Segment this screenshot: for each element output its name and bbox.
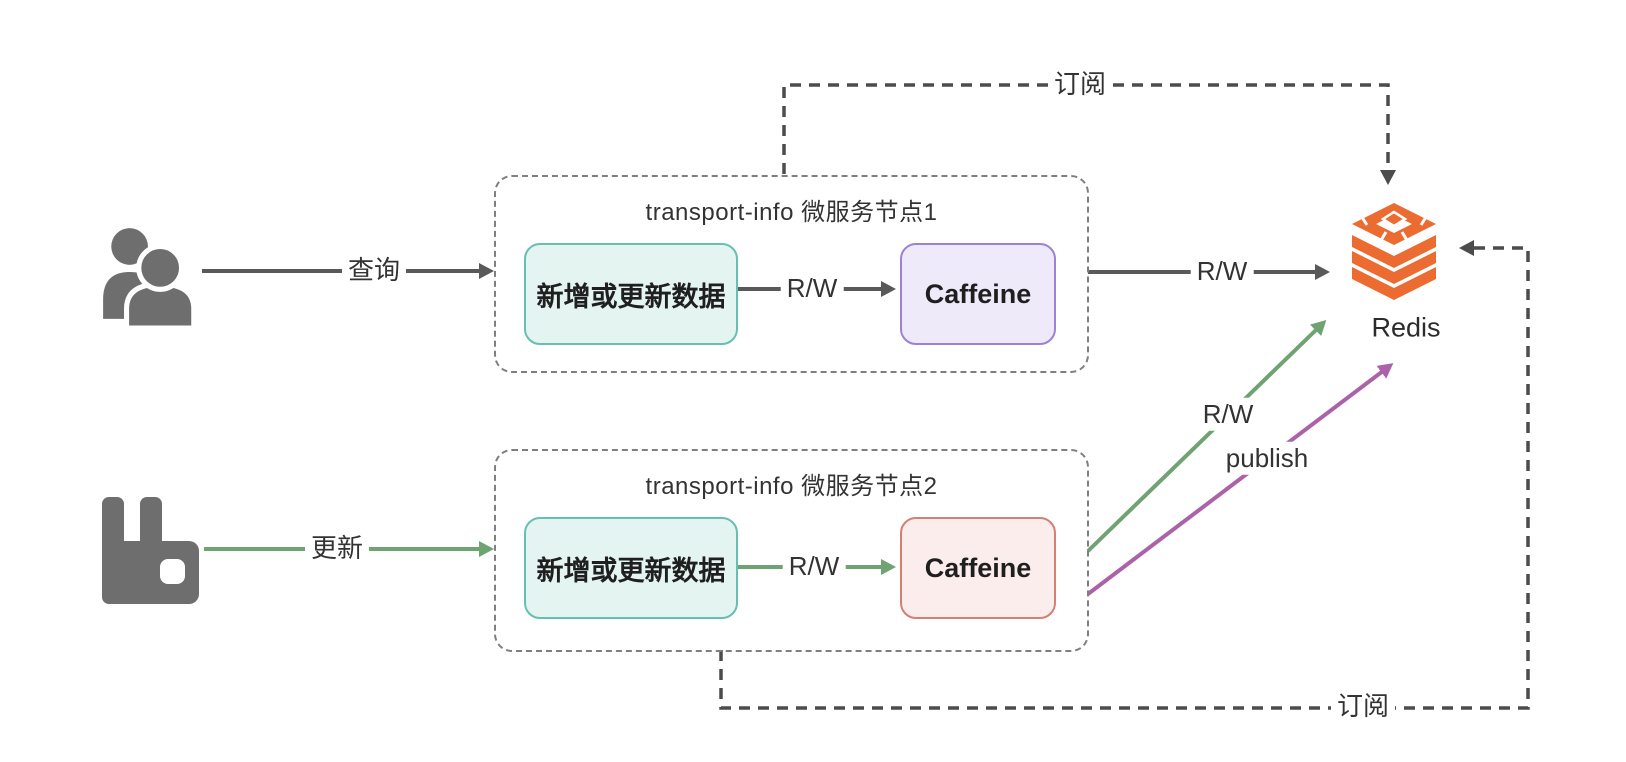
service-node-1: transport-info 微服务节点1 新增或更新数据 Caffeine bbox=[494, 175, 1089, 373]
subscribe-bottom-label: 订阅 bbox=[1330, 689, 1396, 723]
node1-redis-rw-label: R/W bbox=[1190, 254, 1254, 288]
node2-rw-label: R/W bbox=[782, 549, 846, 583]
publish-arrow bbox=[1086, 363, 1394, 596]
query-edge-label: 查询 bbox=[341, 253, 407, 287]
node2-redis-rw-arrow bbox=[1086, 319, 1327, 553]
node1-caffeine-box: Caffeine bbox=[900, 243, 1056, 345]
node2-caffeine-box: Caffeine bbox=[900, 517, 1056, 619]
node1-title: transport-info 微服务节点1 bbox=[645, 199, 938, 226]
users-icon bbox=[103, 228, 197, 328]
node1-data-box: 新增或更新数据 bbox=[524, 243, 738, 345]
node2-redis-rw-label: R/W bbox=[1196, 397, 1260, 431]
service-node-2: transport-info 微服务节点2 新增或更新数据 Caffeine bbox=[494, 449, 1089, 652]
node2-data-box: 新增或更新数据 bbox=[524, 517, 738, 619]
rabbitmq-icon bbox=[102, 497, 199, 604]
subscribe-bottom-dashed-arrow bbox=[719, 240, 1530, 710]
node2-title: transport-info 微服务节点2 bbox=[645, 473, 938, 500]
update-edge-label: 更新 bbox=[304, 531, 370, 565]
redis-database-icon bbox=[1352, 203, 1436, 300]
redis-label: Redis bbox=[1371, 312, 1441, 343]
subscribe-top-label: 订阅 bbox=[1047, 67, 1113, 101]
node1-rw-label: R/W bbox=[780, 271, 844, 305]
publish-label: publish bbox=[1219, 441, 1315, 475]
